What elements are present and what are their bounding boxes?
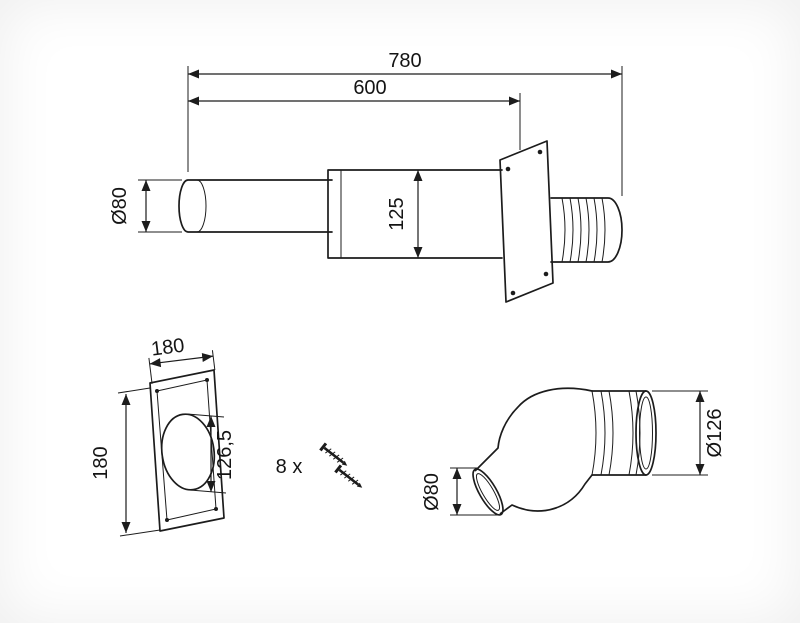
extension-line: [117, 387, 151, 394]
screw-head: [319, 442, 328, 452]
screw-hole-dot: [505, 166, 511, 172]
screw-hole-dot: [165, 518, 169, 522]
inlet-spigot-end-ellipse: [472, 468, 504, 516]
dim-label-d80-inlet: Ø80: [421, 473, 443, 511]
screw-icon: [334, 464, 363, 488]
dimension-600: 600: [188, 77, 521, 150]
body-bottom-outline: [499, 474, 593, 515]
screw-hole-dot: [205, 378, 209, 382]
screw-hole-dot: [543, 271, 549, 277]
screw-set: 8 x: [276, 442, 363, 488]
screw-hole-dot: [510, 290, 516, 296]
dimension-line: [149, 353, 214, 368]
screw-icon: [319, 442, 348, 466]
socket-opening-ellipse: [639, 396, 653, 470]
dimension-d80: Ø80: [109, 179, 182, 233]
screw-hole-dot: [155, 389, 159, 393]
dim-label-d80: Ø80: [109, 187, 131, 225]
terminal-outline: [550, 197, 623, 263]
outer-flue-pipe: [327, 169, 503, 259]
dim-label-126-5: 126,5: [214, 430, 236, 480]
screw-quantity-label: 8 x: [276, 456, 303, 478]
pipe-end-rim: [196, 179, 207, 233]
dimension-125: 125: [386, 170, 423, 258]
elbow-outlet-socket: [591, 390, 657, 476]
dimension-780: 780: [187, 50, 623, 196]
screw-head: [334, 464, 343, 474]
dimension-180-width: 180: [148, 335, 216, 384]
dimension-d126: Ø126: [652, 390, 726, 476]
elbow-body: [472, 387, 597, 516]
extension-line: [119, 529, 161, 537]
concentric-flue-assembly: 780 600 Ø80 125: [109, 50, 623, 303]
dimension-d80-inlet: Ø80: [421, 467, 501, 516]
dim-label-125: 125: [386, 197, 408, 230]
dim-label-d126: Ø126: [704, 409, 726, 458]
wall-plate-perspective: [499, 140, 554, 303]
ribbed-terminal: [550, 197, 623, 263]
screw-hole-dot: [537, 149, 543, 155]
wall-plate-face-view: 180 180 126,5: [90, 335, 236, 537]
pipe-outline: [178, 179, 333, 233]
inner-flue-pipe: [178, 179, 333, 233]
extension-line: [189, 489, 227, 494]
screw-tip: [341, 460, 348, 466]
extension-line: [211, 350, 216, 371]
extension-line: [148, 357, 153, 384]
screw-tip: [356, 482, 363, 488]
plate-outline: [499, 140, 554, 303]
dimension-180-height: 180: [90, 387, 161, 537]
screw-hole-dot: [214, 507, 218, 511]
dim-label-180-width: 180: [150, 335, 186, 361]
dim-label-780: 780: [388, 50, 421, 72]
dim-label-600: 600: [353, 77, 386, 99]
elbow-adapter-view: Ø126 Ø80: [421, 387, 726, 516]
extension-line: [186, 413, 225, 418]
inlet-spigot-rim-ellipse: [475, 473, 501, 511]
body-top-outline: [474, 387, 593, 472]
plate-outline: [149, 369, 225, 532]
pipe-outline: [327, 169, 503, 259]
plate-inner-edge: [156, 379, 217, 521]
dimension-126-5: 126,5: [186, 413, 236, 494]
screw-threads: [325, 448, 344, 463]
dim-label-180-height: 180: [90, 446, 112, 479]
body-socket-joint-line: [591, 390, 597, 476]
socket-end-ellipse: [635, 390, 657, 476]
screw-threads: [340, 470, 359, 485]
socket-groove-lines: [600, 390, 641, 476]
terminal-ribs: [561, 197, 606, 263]
